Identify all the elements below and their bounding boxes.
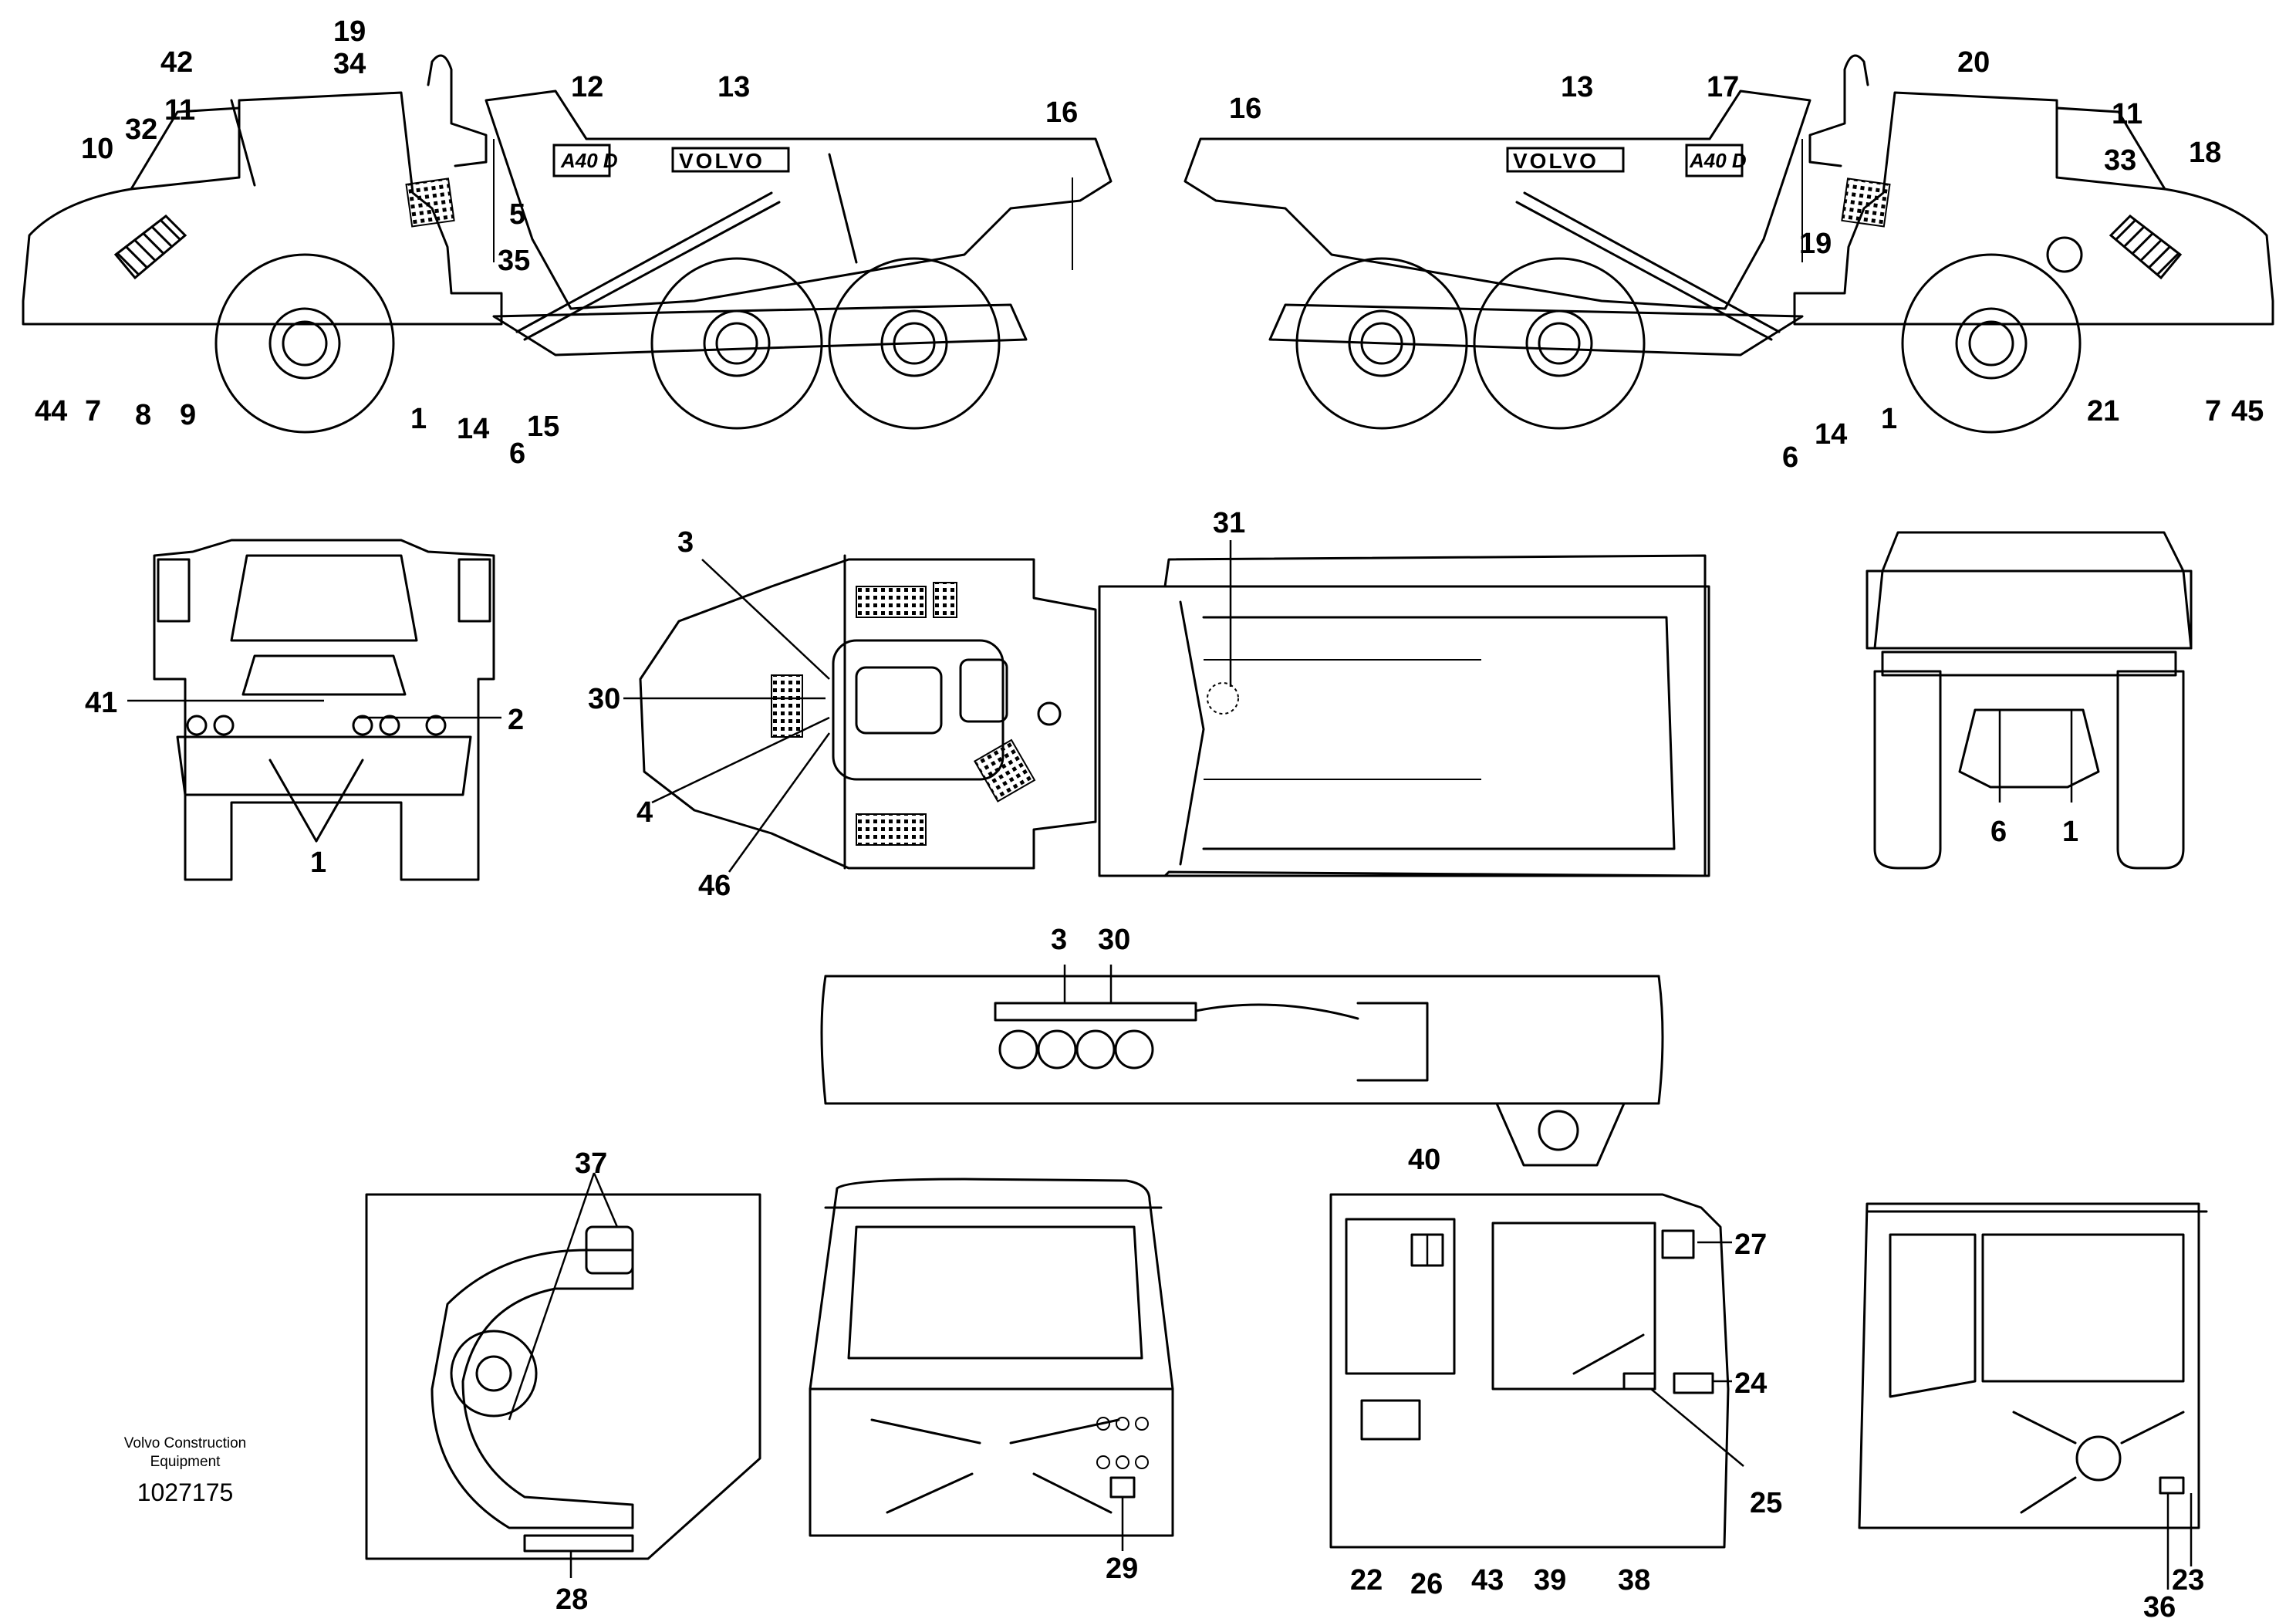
front-view (127, 539, 501, 881)
company-line-1: Volvo Construction (124, 1435, 246, 1451)
callout-24: 24 (1734, 1367, 1767, 1400)
cab-interior-top (365, 1172, 761, 1578)
callout-40: 40 (1408, 1144, 1440, 1176)
callout-26: 26 (1410, 1568, 1443, 1600)
callout-38: 38 (1618, 1564, 1650, 1597)
engine-vent-grille (2109, 215, 2183, 280)
callout-39: 39 (1534, 1564, 1566, 1597)
callout-35: 35 (498, 245, 530, 277)
callout-41: 41 (85, 687, 117, 719)
top-view (623, 540, 1710, 877)
callout-32: 32 (125, 113, 157, 146)
callout-16: 16 (1045, 96, 1078, 129)
document-number: 1027175 (137, 1478, 234, 1506)
callout-6: 6 (509, 438, 525, 470)
callout-33: 33 (2104, 144, 2136, 177)
callout-labels: 19 34 42 11 32 10 5 35 44 7 8 9 1 14 6 1… (35, 15, 2264, 1622)
callout-14: 14 (1815, 418, 1847, 451)
callout-21: 21 (2087, 395, 2119, 427)
left-side-view (22, 54, 1113, 434)
callout-3: 3 (677, 526, 694, 559)
callout-42: 42 (160, 46, 193, 79)
frame-detail (820, 965, 1664, 1167)
callout-15: 15 (527, 411, 559, 443)
callout-30: 30 (1098, 924, 1130, 956)
callout-1: 1 (2062, 816, 2078, 848)
callout-6: 6 (1782, 441, 1798, 474)
callout-30: 30 (588, 683, 620, 715)
callout-7: 7 (2205, 395, 2221, 427)
brand-marking-left: VOLVO (679, 149, 765, 173)
callout-5: 5 (509, 198, 525, 231)
callout-10: 10 (81, 133, 113, 165)
callout-36: 36 (2143, 1591, 2176, 1622)
callout-19: 19 (333, 15, 366, 48)
callout-17: 17 (1707, 71, 1739, 103)
callout-27: 27 (1734, 1228, 1767, 1261)
callout-16: 16 (1229, 93, 1261, 125)
callout-44: 44 (35, 395, 67, 427)
callout-45: 45 (2231, 395, 2264, 427)
callout-19: 19 (1799, 228, 1832, 260)
right-side-view (1183, 54, 2274, 434)
callout-14: 14 (457, 413, 489, 445)
callout-31: 31 (1213, 507, 1245, 539)
callout-8: 8 (135, 399, 151, 431)
callout-11: 11 (2112, 98, 2142, 130)
callout-37: 37 (575, 1147, 607, 1180)
callout-18: 18 (2189, 137, 2221, 169)
callout-13: 13 (718, 71, 750, 103)
callout-3: 3 (1051, 924, 1067, 956)
callout-25: 25 (1750, 1487, 1782, 1519)
callout-23: 23 (2172, 1564, 2204, 1597)
callout-43: 43 (1471, 1564, 1504, 1597)
callout-46: 46 (698, 870, 731, 902)
model-marking-right: A40 D (1689, 149, 1747, 172)
callout-20: 20 (1957, 46, 1990, 79)
company-line-2: Equipment (150, 1454, 221, 1470)
cab-front (809, 1178, 1174, 1551)
brand-marking-right: VOLVO (1513, 149, 1599, 173)
callout-9: 9 (180, 399, 196, 431)
callout-28: 28 (555, 1583, 588, 1616)
engine-vent-grille (113, 215, 187, 280)
callout-7: 7 (85, 395, 101, 427)
callout-1: 1 (410, 403, 427, 435)
callout-29: 29 (1106, 1553, 1138, 1585)
callout-1: 1 (310, 846, 326, 879)
callout-34: 34 (333, 48, 366, 80)
model-marking-left: A40 D (560, 149, 618, 172)
callout-22: 22 (1350, 1564, 1383, 1597)
callout-13: 13 (1561, 71, 1593, 103)
callout-4: 4 (636, 796, 653, 829)
callout-11: 11 (164, 94, 195, 127)
rear-view (1866, 531, 2193, 870)
callout-1: 1 (1881, 403, 1897, 435)
callout-6: 6 (1990, 816, 2007, 848)
cab-rear (1858, 1202, 2208, 1590)
callout-12: 12 (571, 71, 603, 103)
cab-side (1329, 1193, 1744, 1549)
callout-2: 2 (508, 704, 524, 736)
